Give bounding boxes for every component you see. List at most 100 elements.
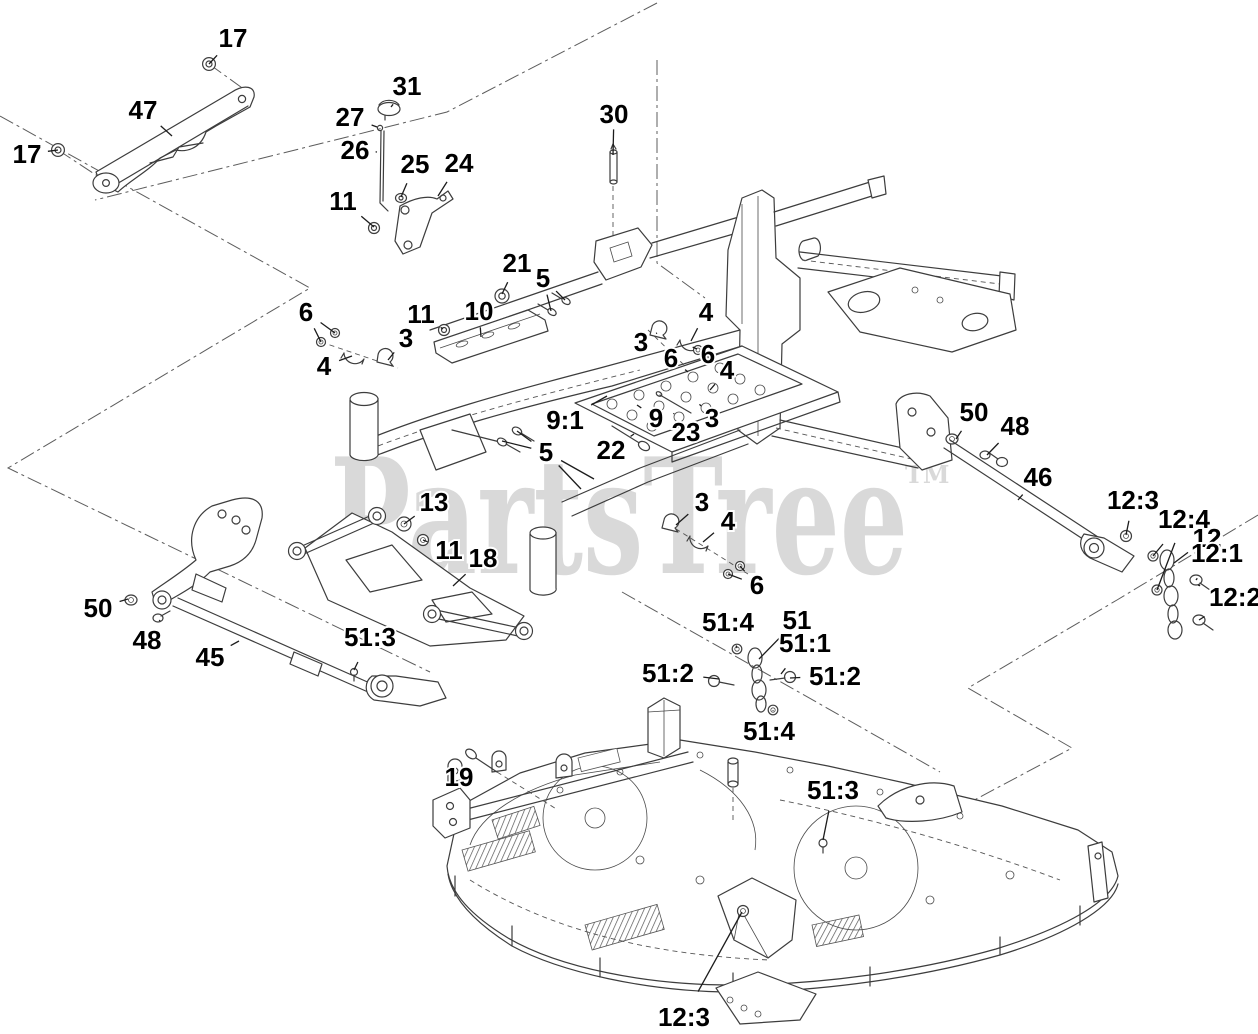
callout-leader bbox=[1017, 494, 1024, 501]
callout-label-10: 10 bbox=[465, 296, 494, 326]
callout-leader bbox=[1125, 520, 1130, 536]
callout-label-51-4: 51:4 bbox=[743, 716, 796, 746]
mower-deck bbox=[432, 697, 1119, 1025]
callout-label-31: 31 bbox=[393, 71, 422, 101]
wear-plate-10 bbox=[433, 309, 549, 364]
callout-leader bbox=[1198, 615, 1205, 621]
nut-51-4-top bbox=[731, 643, 743, 655]
callout-label-30: 30 bbox=[600, 99, 629, 129]
callout-leader bbox=[338, 355, 353, 362]
callout-leader bbox=[590, 395, 608, 406]
callout-label-50: 50 bbox=[960, 397, 989, 427]
spacer-48-right bbox=[979, 450, 1009, 468]
callout-leader bbox=[636, 404, 642, 409]
pin-23 bbox=[655, 391, 692, 414]
callout-label-12-3: 12:3 bbox=[658, 1002, 710, 1032]
callout-leader bbox=[47, 149, 59, 152]
callout-label-51-2: 51:2 bbox=[642, 658, 694, 688]
rod-26 bbox=[379, 130, 389, 212]
callout-label-3: 3 bbox=[399, 323, 413, 353]
callout-label-48: 48 bbox=[133, 625, 162, 655]
callout-label-9: 9 bbox=[649, 403, 663, 433]
callout-label-18: 18 bbox=[469, 543, 498, 573]
callout-label-50: 50 bbox=[84, 593, 113, 623]
callout-leader bbox=[371, 124, 378, 128]
platform-pad-9-1 bbox=[591, 353, 803, 437]
callout-label-12-1: 12:1 bbox=[1191, 538, 1243, 568]
rod-45 bbox=[172, 597, 373, 693]
left-lift-linkage bbox=[124, 497, 534, 707]
callout-leader bbox=[655, 332, 658, 335]
grease-fitting-51-3-left bbox=[349, 667, 359, 682]
callout-leader bbox=[1152, 543, 1164, 557]
callout-label-47: 47 bbox=[129, 95, 158, 125]
callout-label-13: 13 bbox=[420, 487, 449, 517]
nut-12-3 bbox=[1119, 529, 1133, 543]
callout-label-4: 4 bbox=[721, 506, 736, 536]
clip-27 bbox=[376, 124, 384, 132]
callout-leader bbox=[546, 294, 552, 312]
callout-label-11: 11 bbox=[435, 535, 463, 565]
callout-label-21: 21 bbox=[503, 248, 532, 278]
spacer-25 bbox=[394, 192, 408, 204]
spacer-48-left bbox=[152, 610, 171, 623]
foot-platform-9 bbox=[574, 345, 841, 463]
nut-51-4-bottom bbox=[767, 704, 779, 716]
callout-leader bbox=[387, 351, 395, 361]
nut-11-mid bbox=[437, 323, 451, 337]
callout-leader bbox=[403, 515, 416, 525]
callout-leader bbox=[560, 459, 595, 480]
callout-label-48: 48 bbox=[1001, 411, 1030, 441]
callout-label-3: 3 bbox=[634, 327, 648, 357]
callout-label-6: 6 bbox=[701, 339, 715, 369]
callout-leader bbox=[630, 433, 635, 437]
callout-leader bbox=[703, 676, 720, 680]
callout-leader bbox=[360, 215, 375, 228]
callout-label-6: 6 bbox=[750, 570, 764, 600]
callout-leader bbox=[208, 54, 218, 65]
callout-leader bbox=[955, 430, 963, 440]
callout-leader bbox=[709, 383, 716, 391]
callout-leader bbox=[1156, 542, 1176, 591]
callout-leader bbox=[1173, 551, 1189, 564]
callout-label-6: 6 bbox=[299, 297, 313, 327]
callout-label-6: 6 bbox=[664, 343, 678, 373]
callout-leader bbox=[555, 290, 566, 301]
callout-leader bbox=[822, 810, 830, 841]
callout-leader bbox=[119, 598, 129, 603]
right-lift-linkage bbox=[943, 433, 1214, 640]
callout-label-24: 24 bbox=[445, 148, 474, 178]
callout-label-9-1: 9:1 bbox=[546, 405, 584, 435]
bracket-24 bbox=[394, 190, 454, 255]
chain-51-assembly bbox=[707, 643, 797, 716]
height-adjust-rod-assembly bbox=[367, 99, 454, 255]
bolt-51-2-left bbox=[707, 674, 735, 688]
callout-label-51-4: 51:4 bbox=[702, 607, 755, 637]
bolt-22 bbox=[611, 425, 651, 452]
bushing-21 bbox=[494, 288, 510, 304]
callout-label-17: 17 bbox=[219, 23, 248, 53]
callout-label-4: 4 bbox=[720, 355, 735, 385]
callout-leader bbox=[558, 465, 582, 490]
phantom-boundary-lines bbox=[0, 2, 1258, 857]
callout-label-51-3: 51:3 bbox=[807, 775, 859, 805]
callout-leader bbox=[986, 442, 1000, 456]
support-strap-47 bbox=[50, 56, 255, 194]
callout-label-4: 4 bbox=[699, 297, 714, 327]
callout-leader bbox=[160, 125, 173, 137]
callout-label-11: 11 bbox=[329, 186, 357, 216]
callout-label-26: 26 bbox=[341, 135, 370, 165]
callout-leader bbox=[684, 369, 689, 373]
callout-leader bbox=[612, 129, 615, 156]
callout-label-27: 27 bbox=[336, 102, 365, 132]
callout-label-12-2: 12:2 bbox=[1209, 582, 1258, 612]
callout-label-17: 17 bbox=[13, 139, 42, 169]
bolt-12-1 bbox=[1189, 574, 1211, 591]
callout-label-19: 19 bbox=[445, 762, 474, 792]
callout-label-12-4: 12:4 bbox=[1158, 504, 1211, 534]
callout-leader bbox=[739, 565, 746, 572]
callout-leader bbox=[452, 573, 467, 587]
callout-leader bbox=[158, 619, 161, 622]
callout-leader bbox=[697, 911, 743, 993]
